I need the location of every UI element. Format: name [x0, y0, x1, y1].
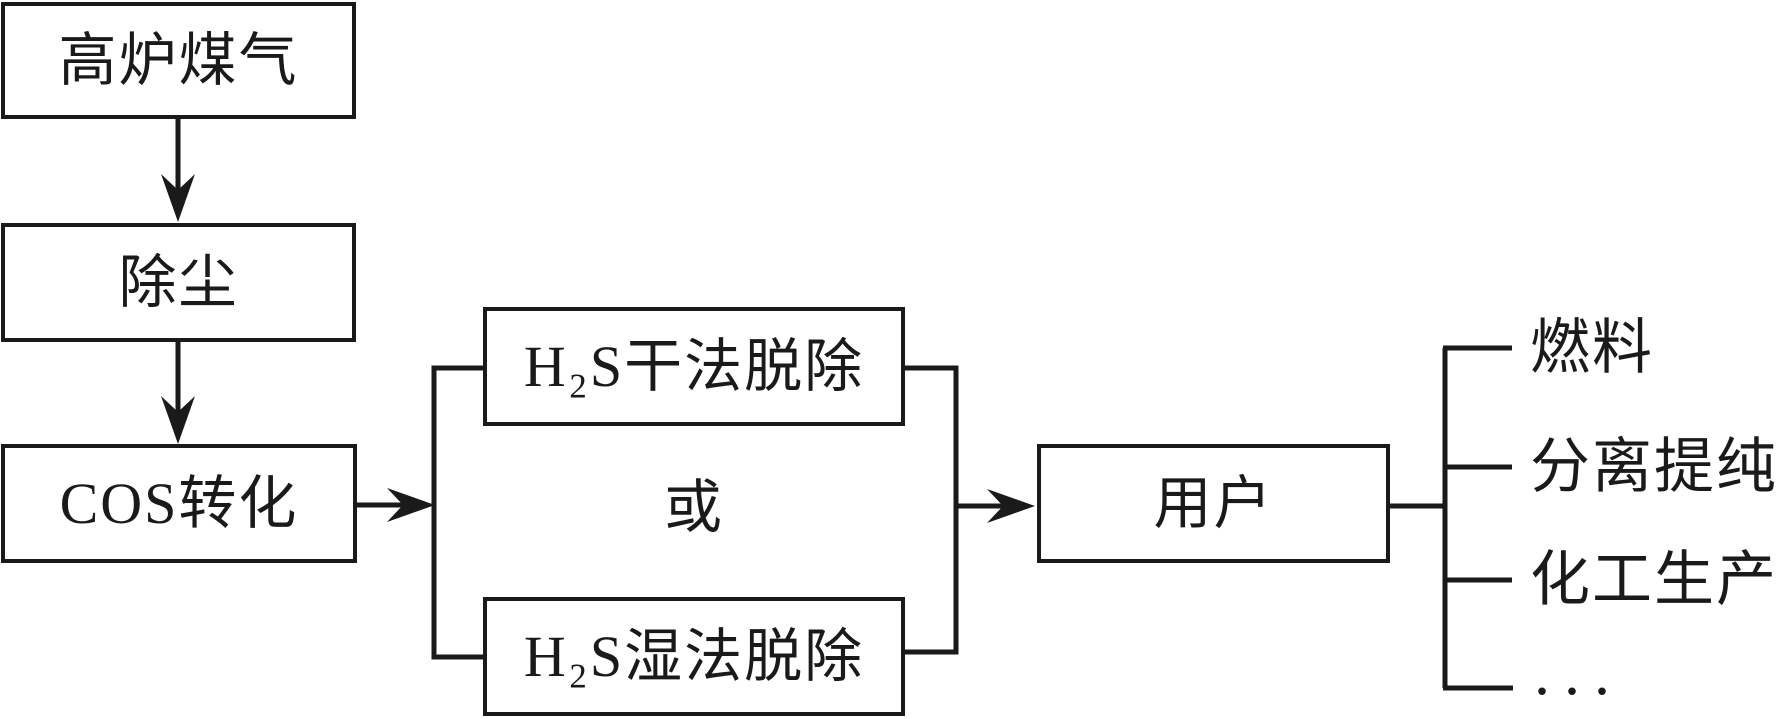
or-label: 或	[663, 475, 722, 540]
output-label-chemical: 化工生产	[1530, 547, 1778, 613]
arrowhead-cos-to-branch	[387, 488, 435, 522]
arrowhead-source-to-dust	[161, 174, 195, 222]
node-user: 用户	[1037, 444, 1390, 563]
branch-left-bracket	[431, 365, 483, 660]
node-blast-furnace-gas: 高炉煤气	[1, 2, 356, 119]
output-label-separation: 分离提纯	[1530, 434, 1778, 500]
arrowhead-dust-to-cos	[161, 396, 195, 444]
output-label-fuel: 燃料	[1530, 315, 1654, 381]
output-label-ellipsis: ...	[1534, 637, 1624, 708]
node-h2s-dry-removal: H₂S干法脱除	[483, 307, 905, 426]
arrowhead-branch-to-user	[987, 489, 1035, 523]
node-h2s-wet-removal: H₂S湿法脱除	[483, 597, 905, 716]
branch-right-bracket	[905, 365, 959, 655]
node-cos-conversion: COS转化	[1, 444, 357, 563]
node-dust-removal: 除尘	[1, 223, 356, 342]
